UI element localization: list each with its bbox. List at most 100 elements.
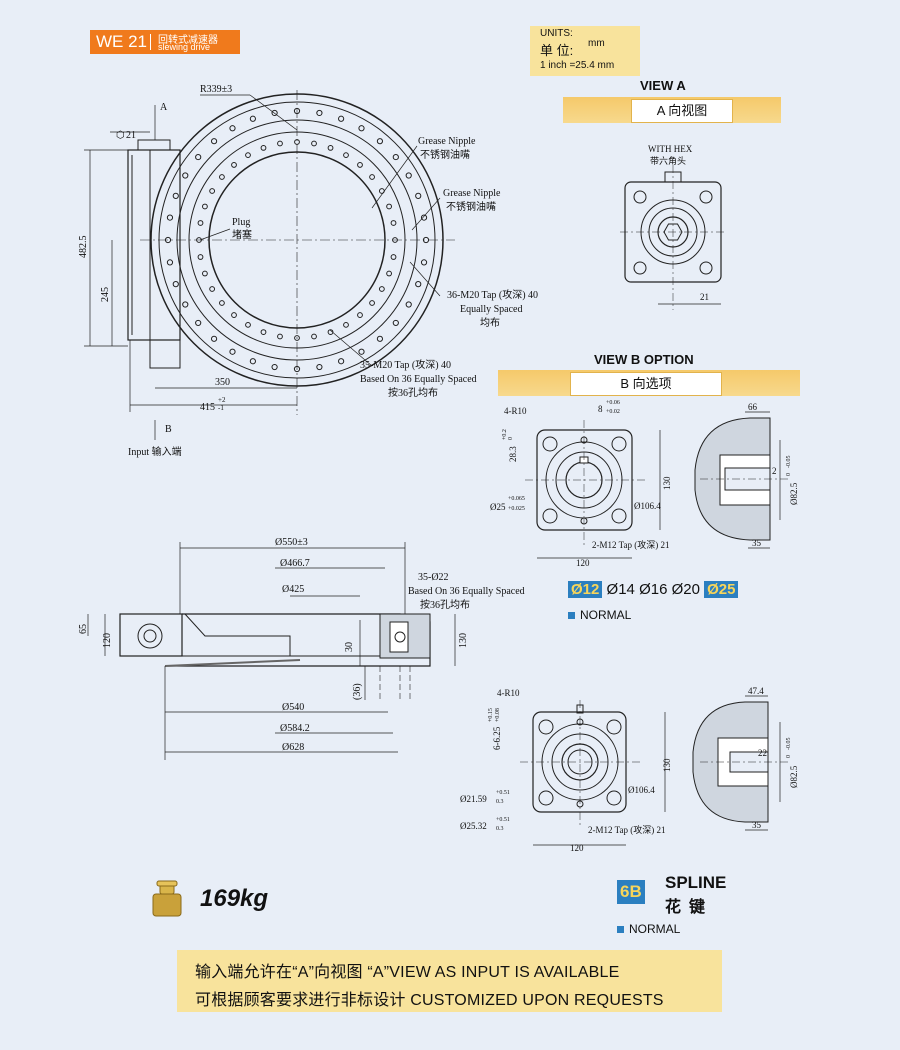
- label-key-283-tol2: 0: [508, 437, 514, 440]
- bolt-hole: [293, 107, 301, 115]
- bolt-hole: [231, 162, 237, 168]
- bolt-hole: [392, 237, 398, 243]
- bolt-hole: [277, 333, 283, 340]
- size-option-14: Ø14: [606, 581, 635, 598]
- bolt-hole: [294, 139, 300, 145]
- label-482-5: 482.5: [78, 236, 89, 259]
- bolt-hole: [357, 312, 363, 318]
- bolt-hole: [249, 115, 256, 122]
- normal-square-icon: [568, 612, 575, 620]
- units-conversion: 1 inch =25.4 mm: [540, 60, 615, 71]
- bolt-hole: [420, 214, 428, 221]
- key-normal-text: NORMAL: [580, 608, 632, 622]
- bolt-hole: [369, 174, 375, 180]
- bolt-hole: [343, 152, 349, 159]
- label-key-d825-tol2: -0.05: [786, 456, 792, 469]
- footer-line1: 输入端允许在“A”向视图 “A”VIEW AS INPUT IS AVAILAB…: [195, 964, 620, 981]
- label-350: 350: [215, 377, 230, 388]
- badge-divider: [150, 34, 151, 50]
- label-spl-d2532-tol2: 0.3: [496, 826, 504, 832]
- product-name-en: slewing drive: [158, 42, 211, 52]
- label-tap35-en: 35-M20 Tap (攻深) 40: [360, 358, 451, 371]
- weight-value: 169kg: [200, 885, 269, 912]
- bolt-hole: [294, 335, 300, 341]
- label-415-tol: +2: [218, 396, 226, 404]
- label-view-a-21: 21: [700, 292, 709, 302]
- top-view-ring: [127, 90, 455, 415]
- bolt-hole: [316, 109, 323, 117]
- label-with-hex: WITH HEX: [648, 144, 693, 154]
- bolt-hole: [202, 203, 208, 210]
- view-a-bar: A 向视图: [563, 97, 781, 123]
- label-130: 130: [458, 633, 469, 648]
- bolt-holes-inner: [196, 139, 398, 341]
- label-30: 30: [344, 642, 355, 652]
- label-65: 65: [78, 624, 89, 634]
- label-d584: Ø584.2: [280, 723, 310, 734]
- label-input: Input 输入端: [128, 445, 182, 458]
- view-b-bar: B 向选项: [498, 370, 800, 396]
- bolt-hole: [390, 220, 397, 226]
- bolt-hole: [210, 335, 218, 342]
- label-grease1-en: Grease Nipple: [418, 136, 476, 147]
- product-name-cn: 回转式减速器: [158, 35, 218, 46]
- footer-line2: 可根据顾客要求进行非标设计 CUSTOMIZED UPON REQUESTS: [195, 992, 664, 1009]
- label-d466: Ø466.7: [280, 558, 310, 569]
- bolt-holes-outer: [164, 107, 430, 373]
- label-spl-625-tol2: +0.08: [495, 708, 501, 722]
- label-spl-r10: 4-R10: [497, 688, 520, 698]
- label-spl-d825-tol: 0: [786, 755, 792, 758]
- bolt-hole: [271, 109, 278, 117]
- label-b: B: [165, 424, 172, 435]
- label-tap35-cn: 按36孔均布: [388, 386, 438, 399]
- label-key-283: 28.3: [508, 446, 518, 462]
- label-spl-120: 120: [570, 843, 584, 853]
- label-spl-d2532-tol: +0.51: [496, 817, 510, 823]
- label-grease2-cn: 不锈钢油嘴: [446, 200, 496, 213]
- label-key-8: 8: [598, 404, 603, 414]
- key-section-drawing: [694, 411, 790, 549]
- label-key-283-tol: +0.2: [502, 429, 508, 440]
- label-spl-625: 6-6.25: [492, 726, 502, 750]
- label-d425: Ø425: [282, 584, 304, 595]
- bolt-hole: [392, 319, 399, 327]
- label-key-2: 2: [772, 466, 777, 476]
- bolt-hole: [195, 153, 202, 161]
- bolt-hole: [293, 365, 301, 373]
- bolt-hole: [277, 140, 283, 147]
- label-spl-130: 130: [662, 758, 672, 772]
- bolt-hole: [358, 348, 365, 355]
- label-d550: Ø550±3: [275, 537, 308, 548]
- bolt-hole: [378, 286, 385, 292]
- spline-cn: 花键: [665, 899, 714, 916]
- bolt-hole: [390, 254, 397, 260]
- bolt-hole: [357, 162, 363, 168]
- label-tap36-cn: 均布: [480, 317, 500, 329]
- footer-note: 输入端允许在“A”向视图 “A”VIEW AS INPUT IS AVAILAB…: [177, 950, 722, 1012]
- label-key-35: 35: [752, 538, 762, 548]
- label-key-d25: Ø25: [490, 502, 506, 512]
- label-tap36-en: 36-M20 Tap (攻深) 40: [447, 288, 538, 301]
- label-key-d25-tol2: +0.025: [508, 506, 525, 512]
- bolt-hole: [166, 214, 174, 221]
- bolt-hole: [219, 174, 225, 180]
- bolt-hole: [311, 333, 317, 340]
- label-120: 120: [102, 633, 113, 648]
- bolt-hole: [202, 270, 208, 277]
- label-plug-cn: 堵塞: [232, 228, 252, 241]
- size-option-12: Ø12: [568, 581, 603, 598]
- label-spl-d2532: Ø25.32: [460, 821, 487, 831]
- bolt-hole: [338, 358, 345, 365]
- bolt-hole: [210, 138, 218, 145]
- normal-square-icon: [617, 926, 624, 934]
- label-key-d106: Ø106.4: [634, 501, 661, 511]
- size-option-20: Ø20: [671, 581, 700, 598]
- section-view-drawing: [119, 613, 431, 700]
- label-415: 415: [200, 402, 215, 413]
- label-spl-d2159-tol2: 0.3: [496, 799, 504, 805]
- units-cn: 单 位:: [540, 43, 574, 58]
- label-key-m12: 2-M12 Tap (攻深) 21: [592, 539, 669, 550]
- bolt-hole: [343, 321, 349, 328]
